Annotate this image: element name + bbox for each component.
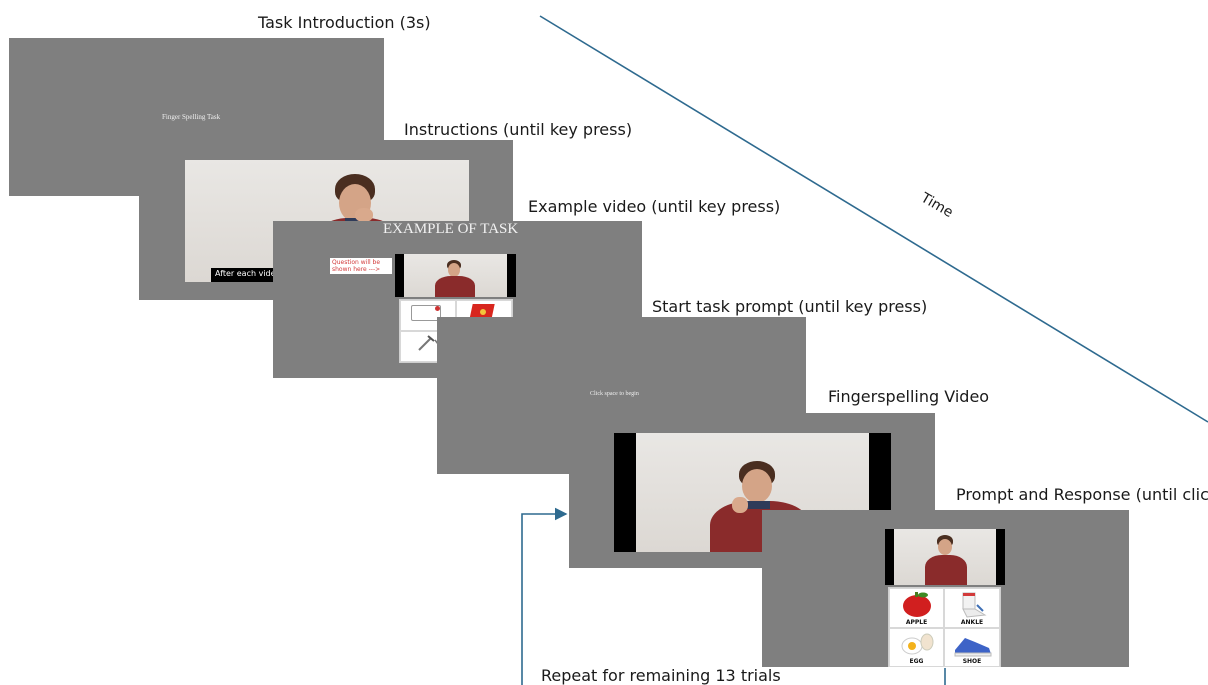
start-prompt-text: Click space to begin	[590, 391, 639, 397]
apple-icon	[903, 592, 931, 617]
card-egg[interactable]: EGG	[889, 628, 944, 667]
example-question-note: Question will be shown here --->	[330, 258, 392, 274]
stage-label-prompt-response: Prompt and Response (until clic	[956, 485, 1208, 504]
example-heading: EXAMPLE OF TASK	[383, 221, 519, 237]
instruction-caption: After each vide	[215, 269, 276, 278]
stage-label-instructions: Instructions (until key press)	[404, 120, 633, 139]
screen-title-text: Finger Spelling Task	[162, 113, 221, 121]
repeat-label: Repeat for remaining 13 trials	[541, 666, 781, 685]
example-video-frame	[395, 254, 516, 297]
stage-label-task-introduction: Task Introduction (3s)	[258, 13, 431, 32]
stage-label-fingerspelling-video: Fingerspelling Video	[828, 387, 990, 406]
card-shoe[interactable]: SHOE	[944, 628, 1000, 667]
repeat-return-arrow	[521, 507, 568, 685]
card-ankle[interactable]: ANKLE	[944, 588, 1000, 628]
stage-label-example-video: Example video (until key press)	[528, 197, 781, 216]
time-label: Time	[918, 190, 956, 221]
egg-icon	[901, 633, 934, 655]
prompt-video-frame	[885, 529, 1005, 585]
sock-icon	[962, 592, 987, 618]
card-apple[interactable]: APPLE	[889, 588, 944, 628]
response-card-grid: APPLE ANKLE EGG SHOE	[888, 587, 1001, 667]
shoe-icon	[954, 638, 992, 657]
screen-prompt-response: APPLE ANKLE EGG SHOE	[762, 510, 1129, 667]
stage-label-start-task: Start task prompt (until key press)	[652, 297, 928, 316]
